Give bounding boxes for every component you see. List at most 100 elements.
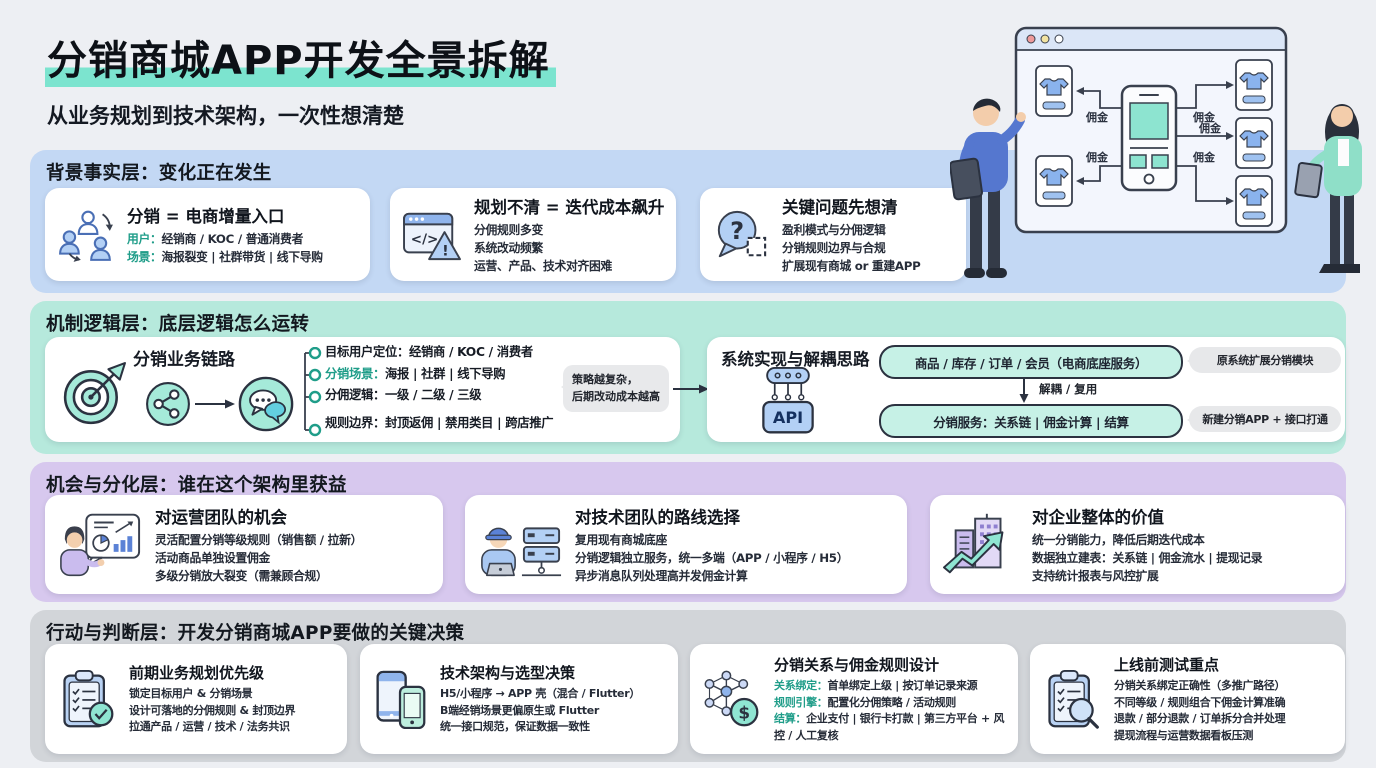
card-line: 分佣规则多变	[474, 222, 543, 237]
card-line: 扩展现有商城 or 重建APP	[782, 259, 921, 274]
system-card-title: 系统实现与解耦思路	[721, 350, 870, 369]
section-opportunity-header: 机会与分化层：谁在这个架构里获益	[46, 475, 347, 496]
card-title: 对运营团队的机会	[155, 507, 287, 527]
commission-labels: 佣金 佣金 佣金 佣金 佣金	[1085, 110, 1222, 164]
card-line: 关系绑定：首单绑定上级 | 按订单记录来源	[774, 679, 978, 692]
chain-item: 分佣逻辑：一级 / 二级 / 三级	[325, 388, 482, 402]
card-title: 对技术团队的路线选择	[575, 507, 740, 527]
svg-text:佣金: 佣金	[1192, 150, 1216, 164]
svg-text:佣金: 佣金	[1198, 121, 1222, 135]
card-system-decoupling: 系统实现与解耦思路 API 商品 / 库存 / 订单 / 会员（电商底座服务）	[707, 337, 1345, 442]
product-card-icons	[1035, 59, 1273, 227]
card-operations-opportunity: 对运营团队的机会 灵活配置分销等级规则（销售额 / 拉新） 活动商品单独设置佣金…	[45, 495, 443, 594]
card-line: 分销规则边界与合规	[782, 240, 886, 255]
share-icon	[146, 382, 190, 426]
card-line: 分销逻辑独立服务，统一多端（APP / 小程序 / H5）	[575, 550, 849, 565]
card-line: 分销关系绑定正确性（多推广路径）	[1114, 679, 1286, 692]
svg-text:?: ?	[730, 216, 744, 244]
card-title: 分销关系与佣金规则设计	[774, 656, 940, 674]
people-network-icon	[59, 210, 113, 262]
card-key-questions: ? 关键问题先想清 盈利模式与分佣逻辑 分销规则边界与合规 扩展现有商城 or …	[700, 188, 966, 281]
svg-text:佣金: 佣金	[1192, 110, 1216, 124]
chain-card-title: 分销业务链路	[133, 350, 235, 370]
card-line: 统一分销能力，降低后期迭代成本	[1032, 532, 1205, 547]
chain-list: 目标用户定位：经销商 / KOC / 消费者 分销场景：海报 | 社群 | 线下…	[325, 342, 554, 439]
card-line: 不同等级 / 规则组合下佣金计算准确	[1114, 695, 1286, 709]
card-line: 结算：企业支付 | 银行卡打款 | 第三方平台 + 风控 / 人工复核	[774, 712, 1005, 742]
card-line: 统一接口规范，保证数据一致性	[440, 720, 590, 734]
card-tech-stack: 技术架构与选型决策 H5/小程序 → APP 壳（混合 / Flutter） B…	[360, 644, 678, 754]
card-line: 拉通产品 / 运营 / 技术 / 法务共识	[129, 720, 290, 734]
card-line: B端经销场景更偏原生或 Flutter	[440, 703, 600, 717]
distribution-service-pill: 分销服务：关系链 | 佣金计算 | 结算	[879, 404, 1183, 438]
chain-item: 分销场景：海报 | 社群 | 线下导购	[325, 366, 506, 381]
svg-text:$: $	[738, 703, 750, 723]
page-title-text: 分销商城APP开发全景拆解	[45, 38, 556, 87]
card-title: 技术架构与选型决策	[440, 664, 576, 683]
section-action: 行动与判断层：开发分销商城APP要做的关键决策 前期业务规划优先级 锁定目标用户…	[30, 610, 1346, 762]
man-figure	[950, 98, 1026, 278]
card-line: 提现流程与运营数据看板压测	[1114, 728, 1254, 742]
chain-item: 目标用户定位：经销商 / KOC / 消费者	[325, 345, 533, 359]
card-line: 盈利模式与分佣逻辑	[782, 222, 886, 237]
svg-text:佣金: 佣金	[1085, 150, 1109, 164]
flow-arrow-icon	[673, 384, 709, 394]
new-app-tag: 新建分销APP + 接口打通	[1187, 406, 1341, 432]
phone-icon	[1120, 84, 1178, 192]
section-mechanism: 机制逻辑层：底层逻辑怎么运转 分销业务链路	[30, 301, 1346, 454]
card-line: 灵活配置分销等级规则（销售额 / 拉新）	[155, 532, 363, 547]
svg-text:API: API	[773, 408, 803, 427]
card-line: 运营、产品、技术对齐困难	[474, 259, 612, 274]
card-line: 异步消息队列处理高并发佣金计算	[575, 569, 748, 584]
card-tech-route: 对技术团队的路线选择 复用现有商城底座 分销逻辑独立服务，统一多端（APP / …	[465, 495, 907, 594]
chain-bracket	[304, 347, 322, 437]
chain-item: 规则边界：封顶返佣 | 禁用类目 | 跨店推广	[325, 415, 554, 430]
card-title: 上线前测试重点	[1114, 656, 1220, 674]
extend-system-tag: 原系统扩展分销模块	[1187, 347, 1341, 373]
page-title: 分销商城APP开发全景拆解	[45, 28, 556, 87]
card-title: 对企业整体的价值	[1032, 507, 1164, 527]
building-growth-icon	[942, 513, 1004, 573]
card-line: 复用现有商城底座	[575, 532, 667, 547]
api-icon: API	[762, 366, 814, 434]
card-title: 分销 = 电商增量入口	[127, 206, 285, 226]
card-line: 规则引擎：配置化分佣策略 / 活动规则	[774, 695, 956, 709]
section-mechanism-header: 机制逻辑层：底层逻辑怎么运转	[46, 314, 310, 335]
card-line: 锁定目标用户 & 分销场景	[129, 687, 253, 701]
complexity-note-bubble: 策略越复杂， 后期改动成本越高	[561, 365, 669, 412]
card-line: 数据独立建表：关系链 | 佣金流水 | 提现记录	[1032, 550, 1263, 565]
card-line: 多级分销放大裂变（需兼顾合规）	[155, 569, 328, 584]
section-background-header: 背景事实层：变化正在发生	[46, 163, 272, 184]
decouple-arrow-icon	[1019, 377, 1029, 403]
decouple-arrow-label: 解耦 / 复用	[1039, 382, 1098, 396]
card-planning-priority: 前期业务规划优先级 锁定目标用户 & 分销场景 设计可落地的分佣规则 & 封顶边…	[45, 644, 347, 754]
devices-icon	[376, 670, 426, 730]
card-line: 系统改动频繁	[474, 240, 543, 255]
target-icon	[63, 362, 126, 425]
engineer-server-icon	[481, 526, 562, 576]
illustration: 佣金 佣金 佣金 佣金 佣金	[950, 26, 1362, 278]
chain-arrow-icon	[195, 399, 235, 409]
card-distribution-chain: 分销业务链路	[45, 337, 680, 442]
section-action-header: 行动与判断层：开发分销商城APP要做的关键决策	[46, 623, 465, 644]
question-bubble-icon: ?	[717, 210, 767, 257]
traffic-dot-white	[1054, 34, 1064, 44]
traffic-dot-yellow	[1040, 34, 1050, 44]
card-line: H5/小程序 → APP 壳（混合 / Flutter）	[440, 687, 641, 701]
card-distribution-entry: 分销 = 电商增量入口 用户：经销商 / KOC / 普通消费者 场景：海报裂变…	[45, 188, 370, 281]
section-opportunity: 机会与分化层：谁在这个架构里获益	[30, 462, 1346, 602]
chat-icon	[238, 376, 294, 432]
base-services-pill: 商品 / 库存 / 订单 / 会员（电商底座服务）	[879, 345, 1183, 379]
card-title: 关键问题先想清	[782, 197, 898, 217]
card-line: 场景：海报裂变 | 社群带货 | 线下导购	[127, 250, 323, 264]
svg-text:!: !	[442, 243, 449, 259]
clipboard-check-icon	[63, 669, 114, 728]
card-line: 用户：经销商 / KOC / 普通消费者	[127, 231, 304, 246]
card-unclear-planning: </> ! 规划不清 = 迭代成本飙升 分佣规则多变 系统改动频繁 运营、产品、…	[390, 188, 676, 281]
card-commission-rules: $ 分销关系与佣金规则设计 关系绑定：首单绑定上级 | 按订单记录来源 规则引擎…	[690, 644, 1018, 754]
network-dollar-icon: $	[704, 670, 759, 727]
commission-arrows	[1076, 81, 1234, 205]
traffic-dot-red	[1026, 34, 1036, 44]
card-line: 活动商品单独设置佣金	[155, 550, 270, 565]
